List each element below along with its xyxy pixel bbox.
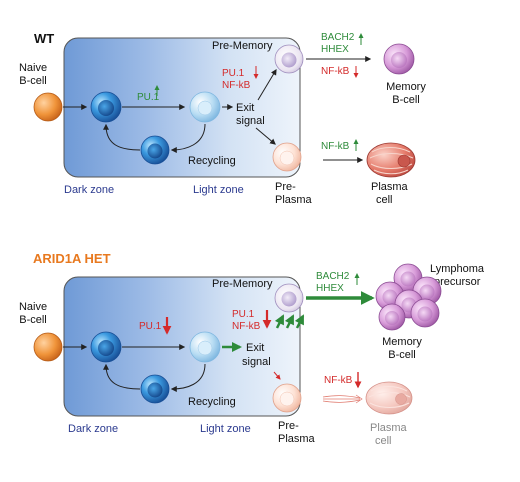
recycling-arrow bbox=[103, 363, 141, 390]
nfkb-memory-label: NF-kB bbox=[321, 66, 350, 77]
pre-memory-cell-nucleus bbox=[281, 52, 297, 68]
plasma-cell-nucleus bbox=[397, 154, 411, 168]
wt-title: WT bbox=[34, 31, 54, 46]
pu1-label: PU.1 bbox=[139, 321, 162, 332]
pre-plasma-label: Plasma bbox=[278, 433, 316, 445]
nfkb-plasma-label: NF-kB bbox=[324, 375, 353, 386]
plasma-label: cell bbox=[375, 435, 392, 447]
pre-plasma-cell-nucleus bbox=[279, 150, 295, 166]
green-arrow bbox=[274, 314, 285, 329]
naive-label: B-cell bbox=[19, 314, 47, 326]
green-arrow bbox=[284, 314, 295, 329]
recycling-arrow bbox=[170, 123, 206, 153]
light-zone-label: Light zone bbox=[193, 184, 244, 196]
pre-plasma-label: Pre- bbox=[275, 181, 296, 193]
bach2-label: BACH2 bbox=[316, 271, 350, 282]
naive-b-cell bbox=[33, 92, 63, 122]
memory-b-cell-nucleus bbox=[400, 271, 416, 287]
recycling-label: Recycling bbox=[188, 396, 236, 408]
light-zone-cell-nucleus bbox=[197, 100, 213, 116]
nfkb-plasma-label: NF-kB bbox=[321, 141, 350, 152]
dark-zone-label: Dark zone bbox=[68, 423, 118, 435]
memory-b-cell-nucleus bbox=[417, 306, 433, 322]
recycling-cell-nucleus bbox=[147, 143, 163, 159]
plasma-label: Plasma bbox=[371, 181, 409, 193]
exit-signal-label: signal bbox=[242, 356, 271, 368]
recycling-arrow bbox=[170, 363, 206, 392]
memory-label: B-cell bbox=[388, 349, 416, 361]
faint-plasma-arrow bbox=[322, 394, 363, 404]
recycling-cell-nucleus bbox=[147, 382, 163, 398]
plasma-label: cell bbox=[376, 194, 393, 206]
light-zone-cell-nucleus bbox=[197, 340, 213, 356]
pre-plasma-label: Plasma bbox=[275, 194, 313, 206]
nfkb-down-label: NF-kB bbox=[232, 321, 261, 332]
plasma-cell-nucleus bbox=[395, 393, 407, 405]
pu1-label: PU.1 bbox=[137, 92, 160, 103]
nfkb-down-label: NF-kB bbox=[222, 80, 251, 91]
wt-panel: WT Naive B-cell PU.1 Recycling PU.1 NF-k… bbox=[19, 31, 426, 206]
memory-label: Memory bbox=[382, 336, 422, 348]
naive-label: Naive bbox=[19, 301, 47, 313]
pre-plasma-cell-nucleus bbox=[279, 391, 295, 407]
pre-plasma-label: Pre- bbox=[278, 420, 299, 432]
green-arrow bbox=[294, 314, 305, 329]
recycling-arrow bbox=[103, 123, 141, 151]
dark-zone-label: Dark zone bbox=[64, 184, 114, 196]
enhanced-pre-memory-arrows bbox=[274, 314, 305, 329]
bach2-label: BACH2 bbox=[321, 32, 355, 43]
naive-label: B-cell bbox=[19, 75, 47, 87]
pre-memory-label: Pre-Memory bbox=[212, 40, 273, 52]
memory-label: B-cell bbox=[392, 94, 420, 106]
arrow bbox=[255, 127, 276, 145]
memory-cell-cluster bbox=[375, 263, 442, 331]
plasma-label: Plasma bbox=[370, 422, 408, 434]
memory-b-cell-nucleus bbox=[419, 284, 435, 300]
arrow bbox=[257, 68, 277, 101]
plasma-cell-er bbox=[368, 386, 411, 408]
arid1a-het-panel: ARID1A HET Naive B-cell PU.1 Recycling P… bbox=[19, 251, 485, 447]
reduced-arrow bbox=[273, 371, 281, 380]
recycling-label: Recycling bbox=[188, 155, 236, 167]
light-zone-label: Light zone bbox=[200, 423, 251, 435]
hhex-label: HHEX bbox=[316, 283, 344, 294]
exit-signal-label: signal bbox=[236, 115, 265, 127]
exit-signal-label: Exit bbox=[236, 102, 254, 114]
memory-b-cell-nucleus bbox=[391, 52, 407, 68]
plasma-cell bbox=[366, 142, 416, 178]
pu1-down-label: PU.1 bbox=[222, 68, 245, 79]
exit-signal-label: Exit bbox=[246, 342, 264, 354]
hhex-label: HHEX bbox=[321, 44, 349, 55]
memory-label: Memory bbox=[386, 81, 426, 93]
dark-zone-cell-nucleus bbox=[98, 100, 114, 116]
memory-b-cell-nucleus bbox=[382, 289, 398, 305]
plasma-cell-er bbox=[369, 147, 414, 175]
pre-memory-cell-nucleus bbox=[281, 291, 297, 307]
arid1a-title: ARID1A HET bbox=[33, 251, 111, 266]
lymphoma-label: precursor bbox=[434, 276, 481, 288]
naive-b-cell bbox=[33, 332, 63, 362]
lymphoma-label: Lymphoma bbox=[430, 263, 485, 275]
pre-memory-label: Pre-Memory bbox=[212, 278, 273, 290]
memory-b-cell-nucleus bbox=[385, 311, 399, 325]
naive-label: Naive bbox=[19, 62, 47, 74]
dark-zone-cell-nucleus bbox=[98, 340, 114, 356]
pu1-down-label: PU.1 bbox=[232, 309, 255, 320]
